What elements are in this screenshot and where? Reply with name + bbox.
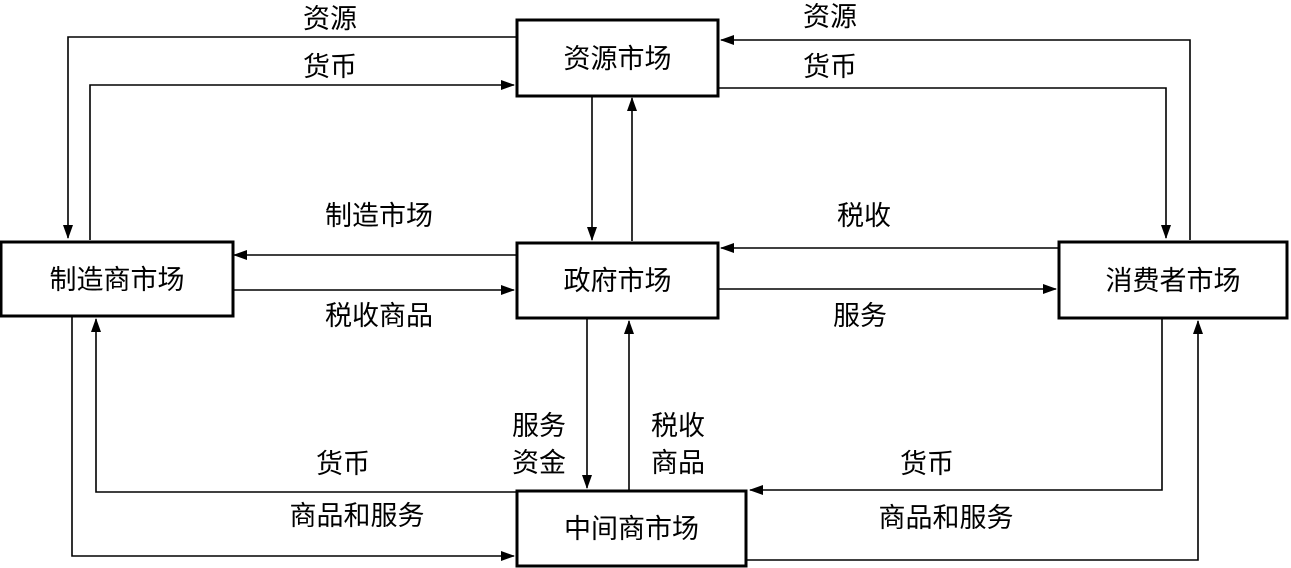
label-manufacturer-to-resource: 货币 bbox=[303, 52, 357, 83]
edge-intermediary-to-manufacturer bbox=[91, 318, 517, 493]
government-market-label: 政府市场 bbox=[564, 266, 672, 297]
intermediary-market-label: 中间商市场 bbox=[564, 514, 699, 545]
label-intermediary-to-consumer: 商品和服务 bbox=[879, 503, 1014, 534]
edge-consumer-to-resource bbox=[720, 35, 1191, 240]
label-government-to-intermediary-2: 资金 bbox=[512, 448, 566, 479]
resource-market-node: 资源市场 bbox=[515, 18, 720, 98]
manufacturer-market-label: 制造商市场 bbox=[50, 265, 185, 296]
label-resource-to-manufacturer: 资源 bbox=[303, 4, 357, 35]
edge-manufacturer-to-intermediary bbox=[71, 317, 515, 561]
consumer-market-node: 消费者市场 bbox=[1057, 240, 1289, 320]
intermediary-market-node: 中间商市场 bbox=[515, 489, 748, 568]
label-consumer-to-intermediary: 货币 bbox=[900, 449, 954, 480]
label-government-to-manufacturer: 制造市场 bbox=[325, 201, 433, 232]
edge-resource-to-consumer bbox=[718, 87, 1171, 239]
label-manufacturer-to-intermediary: 商品和服务 bbox=[290, 501, 425, 532]
label-intermediary-to-manufacturer: 货币 bbox=[316, 449, 370, 480]
label-government-to-consumer: 服务 bbox=[833, 301, 887, 332]
label-resource-to-consumer: 货币 bbox=[803, 52, 857, 83]
manufacturer-market-node: 制造商市场 bbox=[0, 240, 235, 318]
government-market-node: 政府市场 bbox=[515, 241, 720, 320]
edge-intermediary-to-consumer bbox=[746, 320, 1203, 561]
label-consumer-to-government: 税收 bbox=[837, 201, 891, 232]
edge-manufacturer-to-resource bbox=[89, 80, 515, 240]
consumer-market-label: 消费者市场 bbox=[1106, 266, 1241, 297]
label-government-to-intermediary-1: 服务 bbox=[512, 411, 566, 442]
edge-consumer-to-intermediary bbox=[749, 319, 1163, 495]
resource-market-label: 资源市场 bbox=[564, 44, 672, 75]
label-manufacturer-to-government: 税收商品 bbox=[325, 301, 433, 332]
edge-resource-to-manufacturer bbox=[63, 36, 517, 239]
label-intermediary-to-government-1: 税收 bbox=[651, 411, 705, 442]
label-intermediary-to-government-2: 商品 bbox=[651, 448, 705, 479]
label-consumer-to-resource: 资源 bbox=[803, 2, 857, 33]
